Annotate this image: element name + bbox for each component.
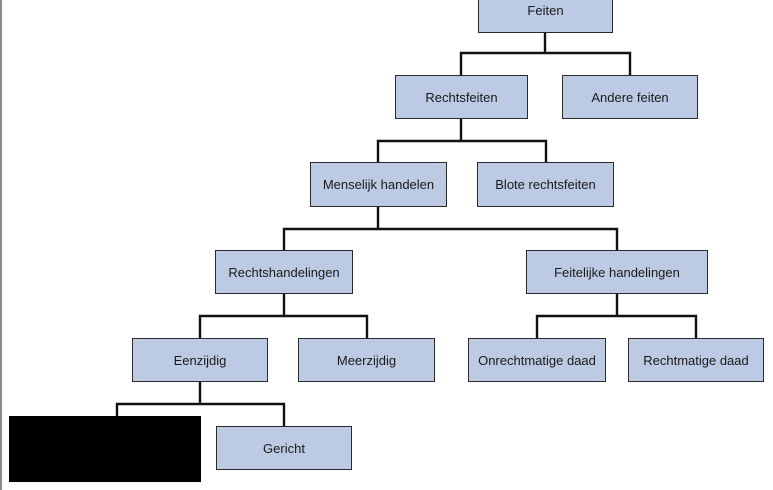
node-label: Rechtshandelingen [228, 264, 340, 280]
node-gericht: Gericht [216, 426, 352, 470]
node-label: Meerzijdig [336, 352, 397, 368]
node-rechtshandelingen: Rechtshandelingen [215, 250, 353, 294]
node-feiten: Feiten [478, 0, 613, 33]
left-border [0, 0, 2, 490]
node-label: Blote rechtsfeiten [495, 177, 596, 192]
connector-rechtshandelingen [198, 292, 369, 340]
connector-feitelijke-handelingen [535, 292, 698, 340]
node-feitelijke-handelingen: Feitelijke handelingen [526, 250, 708, 294]
node-menselijk-handelen: Menselijk handelen [310, 162, 447, 207]
node-blote-rechtsfeiten: Blote rechtsfeiten [477, 162, 614, 207]
node-label: Onrechtmatige daad [478, 352, 596, 368]
node-label: Eenzijdig [173, 352, 227, 368]
node-rechtsfeiten: Rechtsfeiten [395, 75, 528, 119]
node-label: Gericht [263, 440, 305, 456]
node-label: Feiten [527, 3, 564, 18]
connector-rechtsfeiten [376, 117, 548, 164]
node-eenzijdig: Eenzijdig [132, 338, 268, 382]
node-label: Rechtmatige daad [643, 352, 749, 368]
node-label: Feitelijke handelingen [554, 264, 680, 280]
node-label: Rechtsfeiten [425, 89, 498, 105]
node-label: Menselijk handelen [322, 177, 435, 192]
node-rechtmatige-daad: Rechtmatige daad [628, 338, 764, 382]
connector-eenzijdig [115, 380, 286, 428]
node-onrechtmatige-daad: Onrechtmatige daad [468, 338, 606, 382]
connector-menselijk-handelen [282, 205, 619, 252]
connector-feiten [459, 31, 632, 77]
node-label: Andere feiten [591, 89, 669, 105]
redaction-box [9, 416, 201, 482]
node-meerzijdig: Meerzijdig [298, 338, 435, 382]
node-andere-feiten: Andere feiten [562, 75, 698, 119]
